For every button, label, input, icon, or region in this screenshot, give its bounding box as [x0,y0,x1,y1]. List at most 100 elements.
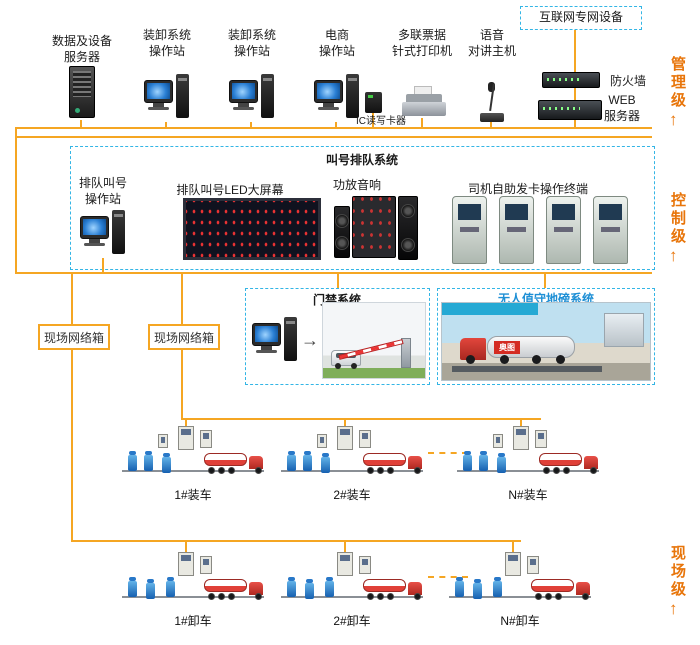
building [604,313,644,347]
queue-operator-label: 排队叫号 操作站 [78,176,128,206]
drop-line [250,122,252,127]
truck-logo: 奥图 [494,341,520,354]
control-panel-icon [513,426,529,450]
drop-line [80,120,82,127]
drop-line [102,258,104,273]
control-panel-icon [493,434,503,448]
drop-line [520,420,522,430]
printer-label: 多联票据 针式打印机 [391,28,453,58]
pump-icon [321,453,330,473]
loading-station-1: 1#装车 [118,424,268,502]
control-panel-icon [317,434,327,448]
control-panel-icon [359,430,371,448]
data-server-label: 数据及设备 服务器 [51,34,113,64]
unloading-station-n: N#卸车 [445,550,595,628]
drop-line [574,30,576,72]
control-panel-icon [158,434,168,448]
drop-line [372,113,374,127]
control-panel-icon [337,552,353,576]
drop-line [574,88,576,100]
control-panel-icon [527,556,539,574]
riser-line [15,127,17,274]
pump-icon [287,577,296,597]
drop-line [181,274,183,324]
pump-icon [455,577,464,597]
branch-line [71,540,521,542]
tanker-truck-icon [204,450,264,476]
led-screen-icon [183,198,321,260]
queue-system-title: 叫号排队系统 [325,153,399,167]
control-panel-icon [200,430,212,448]
ecommerce-station-label: 电商 操作站 [318,28,356,58]
kiosk-icon [593,196,628,264]
tanker-truck-icon [539,450,599,476]
up-arrow-icon: ↑ [669,246,678,265]
scale-platform [452,366,602,372]
level-label-field: 现场级 [669,545,686,599]
loading-station-label: 装卸系统 操作站 [142,28,192,58]
queue-system-box [70,146,655,270]
ecommerce-workstation-icon [314,72,361,122]
level-label-management: 管理级 [669,56,686,110]
drop-line [71,274,73,324]
riser-line [71,350,73,542]
drop-line [421,118,423,127]
control-panel-icon [505,552,521,576]
tanker-truck-icon [363,576,423,602]
pump-icon [144,451,153,471]
field-network-box-2: 现场网络箱 [148,324,220,350]
drop-line [165,122,167,127]
weighbridge-box [437,288,655,385]
ic-reader-label: IC读写卡器 [356,116,406,127]
drop-line [337,274,339,288]
continuation-dashed-line [428,452,468,454]
drop-line [490,121,492,127]
riser-line [181,350,183,418]
drop-line [185,420,187,430]
pump-icon [287,451,296,471]
station-label: N#卸车 [500,614,540,628]
drop-line [512,542,514,552]
data-server-icon [69,66,95,118]
up-arrow-icon: ↑ [669,110,678,129]
drop-line [335,122,337,127]
weighbridge-photo: 奥图 [441,302,651,381]
pump-icon [305,579,314,599]
tanker-truck-icon [204,576,264,602]
barrier-gate-scene [322,302,426,379]
pump-icon [146,579,155,599]
pump-icon [303,451,312,471]
branch-line [181,418,541,420]
tanker-truck-icon [363,450,423,476]
amplifier-label: 功放音响 [332,178,382,192]
grass [323,368,425,378]
control-panel-icon [535,430,547,448]
pump-icon [128,451,137,471]
continuation-dashed-line [428,576,468,578]
control-panel-icon [359,556,371,574]
field-network-box-1: 现场网络箱 [38,324,110,350]
pump-icon [463,451,472,471]
control-panel-icon [178,426,194,450]
kiosk-icon [546,196,581,264]
firewall-device-icon [542,72,600,88]
pump-icon [493,577,502,597]
access-workstation-icon [252,315,299,365]
unloading-station-1: 1#卸车 [118,550,268,628]
bus-line [15,136,652,138]
pipe-line [457,470,599,472]
drop-line [185,542,187,552]
station-label: N#装车 [508,488,548,502]
web-server-device-icon [538,100,602,120]
tanker-truck-icon [531,576,591,602]
pump-icon [325,577,334,597]
workstation-icon [144,72,191,122]
pipe-line [122,596,264,598]
loading-station-n: N#装车 [453,424,603,502]
firewall-label: 防火墙 [609,74,647,88]
speaker-icon [398,196,418,260]
loading-station-2: 2#装车 [277,424,427,502]
station-label: 2#卸车 [333,614,371,628]
drop-line [574,120,576,127]
